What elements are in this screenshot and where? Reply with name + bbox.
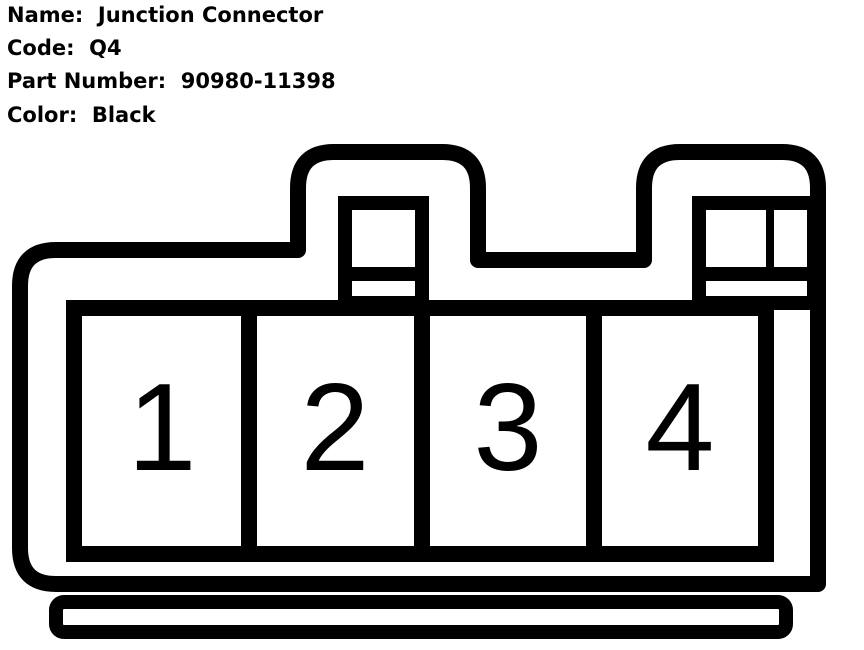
pin-number-3: 3	[474, 359, 543, 497]
pin-number-4: 4	[646, 359, 715, 497]
color-value: Black	[91, 103, 156, 127]
name-line: Name: Junction Connector	[7, 5, 323, 26]
code-label: Code:	[7, 36, 75, 60]
part-number-line: Part Number: 90980-11398	[7, 71, 336, 92]
part-number-label: Part Number:	[7, 69, 167, 93]
color-label: Color:	[7, 103, 78, 127]
part-number-value: 90980-11398	[180, 69, 336, 93]
connector-base	[49, 595, 793, 639]
name-label: Name:	[7, 3, 84, 27]
right-lock-tab	[692, 196, 821, 310]
code-value: Q4	[89, 36, 122, 60]
left-lock-tab	[338, 196, 429, 310]
pin-number-2: 2	[301, 359, 370, 497]
color-line: Color: Black	[7, 105, 156, 126]
pin-number-1: 1	[128, 359, 197, 497]
name-value: Junction Connector	[97, 3, 324, 27]
connector-housing	[12, 144, 826, 592]
code-line: Code: Q4	[7, 38, 122, 59]
